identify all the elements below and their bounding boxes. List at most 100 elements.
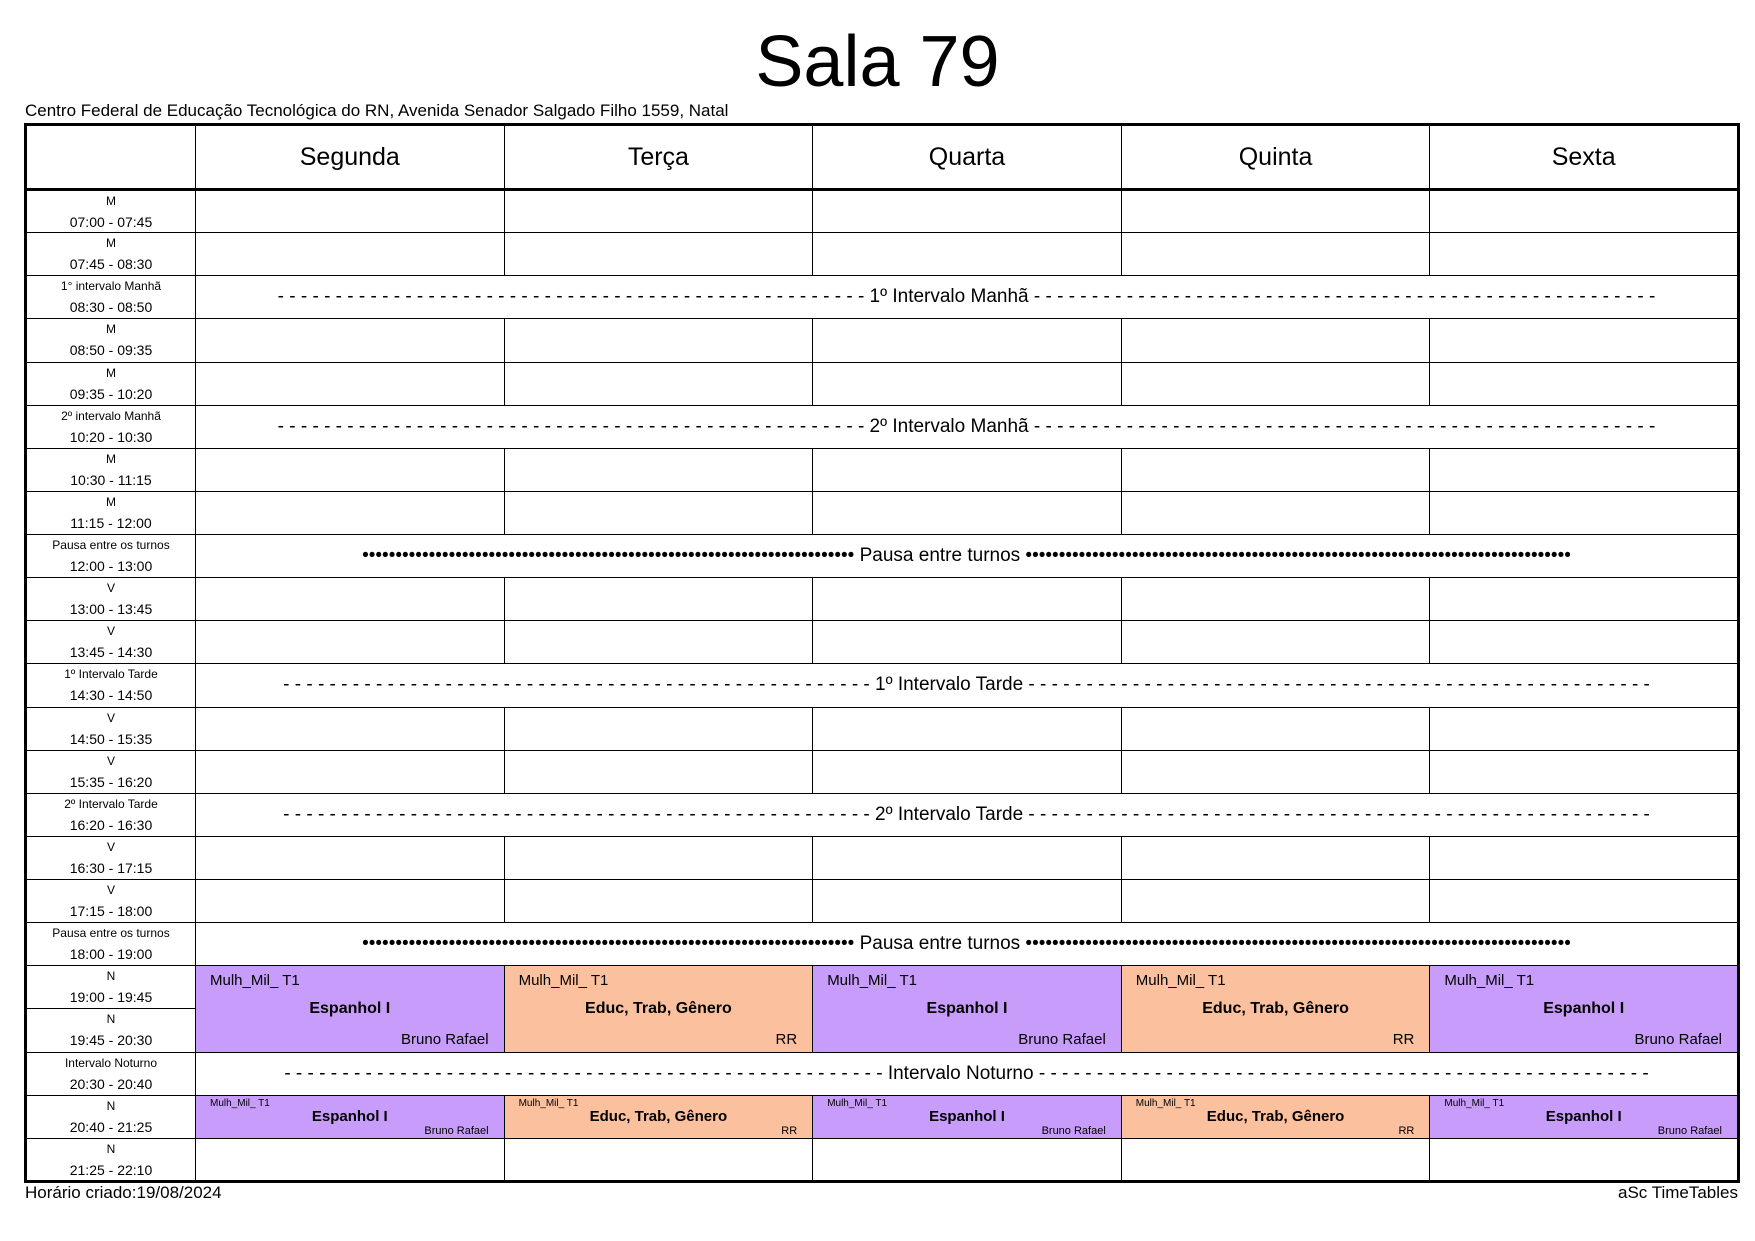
period-label: V — [106, 581, 115, 596]
empty-slot[interactable] — [503, 447, 814, 492]
empty-slot[interactable] — [195, 1137, 505, 1183]
empty-slot[interactable] — [1429, 232, 1739, 277]
empty-slot[interactable] — [503, 1137, 814, 1183]
empty-slot[interactable] — [1429, 749, 1739, 794]
empty-slot[interactable] — [1120, 318, 1431, 363]
lesson-teacher: Bruno Rafael — [1634, 1030, 1722, 1048]
period-label: V — [106, 883, 115, 897]
empty-slot[interactable] — [1120, 1137, 1431, 1183]
break-banner: ••••••••••••••••••••••••••••••••••••••••… — [195, 533, 1739, 579]
empty-slot[interactable] — [1120, 706, 1431, 751]
empty-slot[interactable] — [812, 447, 1122, 492]
period-time: 11:15 - 12:00 — [70, 514, 152, 531]
empty-slot[interactable] — [1120, 577, 1431, 622]
empty-slot[interactable] — [1429, 706, 1739, 751]
empty-slot[interactable] — [1120, 447, 1431, 492]
empty-slot[interactable] — [1429, 835, 1739, 881]
empty-slot[interactable] — [1429, 188, 1739, 234]
empty-slot[interactable] — [1120, 749, 1431, 794]
period-label: N — [106, 1012, 116, 1027]
lesson-group: Mulh_Mil_ T1 — [827, 1097, 888, 1109]
empty-slot[interactable] — [1429, 1137, 1739, 1183]
empty-slot[interactable] — [503, 232, 814, 277]
empty-slot[interactable] — [195, 835, 505, 881]
empty-slot[interactable] — [812, 749, 1122, 794]
empty-slot[interactable] — [1120, 620, 1431, 665]
brand-label: aSc TimeTables — [1618, 1183, 1738, 1202]
empty-slot[interactable] — [1429, 577, 1739, 622]
period-time: 17:15 - 18:00 — [69, 903, 153, 919]
empty-slot[interactable] — [812, 1137, 1122, 1183]
empty-slot[interactable] — [812, 878, 1122, 924]
lesson-subject: Espanhol I — [929, 1107, 1005, 1125]
empty-slot[interactable] — [812, 706, 1122, 751]
empty-slot[interactable] — [503, 620, 814, 665]
empty-slot[interactable] — [1429, 447, 1739, 492]
empty-slot[interactable] — [1120, 361, 1431, 406]
empty-slot[interactable] — [195, 706, 505, 751]
empty-slot[interactable] — [503, 490, 814, 536]
period-time: 10:20 - 10:30 — [69, 428, 153, 445]
empty-slot[interactable] — [812, 577, 1122, 622]
empty-slot[interactable] — [195, 318, 505, 363]
lesson-teacher: Bruno Rafael — [1018, 1030, 1106, 1048]
empty-slot[interactable] — [1120, 878, 1431, 924]
empty-slot[interactable] — [195, 447, 505, 492]
empty-slot[interactable] — [1120, 490, 1431, 536]
empty-slot[interactable] — [195, 878, 505, 924]
empty-slot[interactable] — [812, 232, 1122, 277]
empty-slot[interactable] — [503, 361, 814, 406]
empty-slot[interactable] — [1429, 361, 1739, 406]
empty-slot[interactable] — [503, 835, 814, 881]
empty-slot[interactable] — [812, 188, 1122, 234]
empty-slot[interactable] — [195, 188, 505, 234]
empty-slot[interactable] — [1120, 232, 1431, 277]
empty-slot[interactable] — [1120, 188, 1431, 234]
empty-slot[interactable] — [195, 232, 505, 277]
period-cell: V 17:15 - 18:00 — [25, 878, 196, 924]
empty-slot[interactable] — [195, 490, 505, 536]
empty-slot[interactable] — [503, 749, 814, 794]
empty-slot[interactable] — [195, 749, 505, 794]
empty-slot[interactable] — [812, 361, 1122, 406]
empty-slot[interactable] — [1429, 878, 1739, 924]
empty-slot[interactable] — [812, 620, 1122, 665]
header-row: Segunda Terça Quarta Quinta Sexta — [25, 124, 1739, 191]
empty-slot[interactable] — [1120, 835, 1431, 881]
empty-slot[interactable] — [812, 835, 1122, 881]
empty-slot[interactable] — [195, 361, 505, 406]
empty-slot[interactable] — [1429, 620, 1739, 665]
empty-slot[interactable] — [812, 318, 1122, 363]
empty-slot[interactable] — [503, 318, 814, 363]
empty-slot[interactable] — [812, 490, 1122, 536]
empty-slot[interactable] — [503, 188, 814, 234]
empty-slot[interactable] — [195, 620, 505, 665]
empty-slot[interactable] — [195, 577, 505, 622]
empty-slot[interactable] — [1429, 318, 1739, 363]
empty-slot[interactable] — [503, 577, 814, 622]
empty-slot[interactable] — [1429, 490, 1739, 536]
empty-slot[interactable] — [503, 878, 814, 924]
period-label: V — [106, 753, 115, 768]
empty-slot[interactable] — [503, 706, 814, 751]
